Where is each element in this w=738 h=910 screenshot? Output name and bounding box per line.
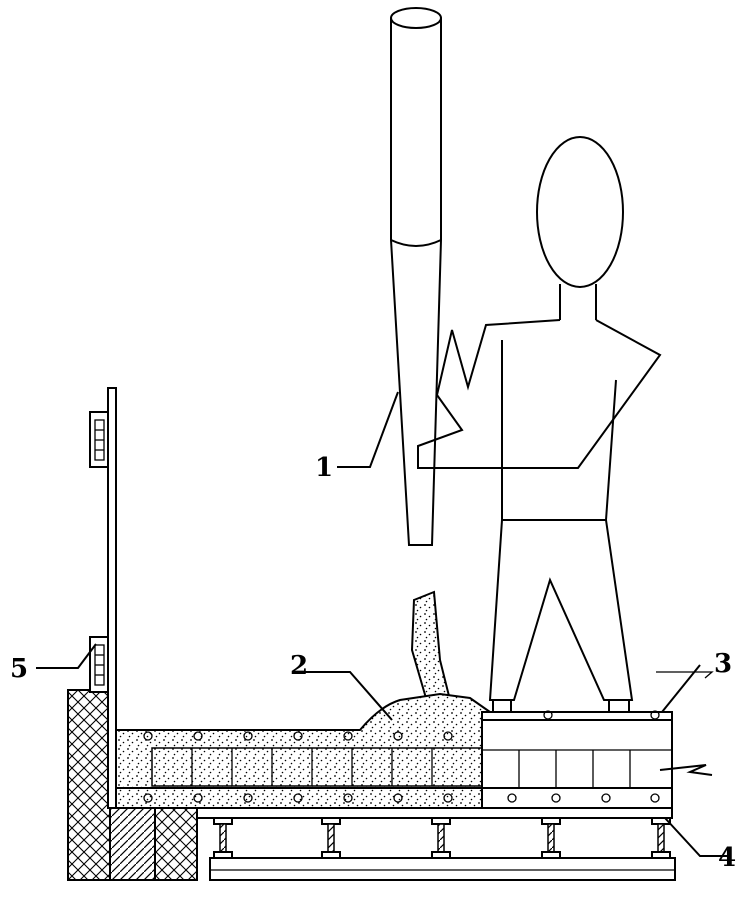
concrete-slab <box>115 692 492 809</box>
wall <box>67 689 198 881</box>
i-joist <box>431 817 451 859</box>
worker-figure <box>417 136 662 713</box>
i-joist <box>321 817 341 859</box>
i-joist <box>213 817 233 859</box>
support-beam <box>196 807 676 881</box>
callout-2-label: 2 <box>290 651 308 681</box>
callout-4-label: 4 <box>718 843 736 873</box>
falling-concrete-chunk <box>410 590 452 707</box>
leader-lines <box>36 391 728 857</box>
callout-5-label: 5 <box>10 654 28 684</box>
i-joist <box>651 817 671 859</box>
working-platform <box>481 710 713 809</box>
callout-3-label: 3 <box>714 649 732 679</box>
callout-1-label: 1 <box>315 453 333 483</box>
i-joist <box>541 817 561 859</box>
tremie-pipe <box>390 7 442 546</box>
formwork-plate <box>89 387 117 809</box>
